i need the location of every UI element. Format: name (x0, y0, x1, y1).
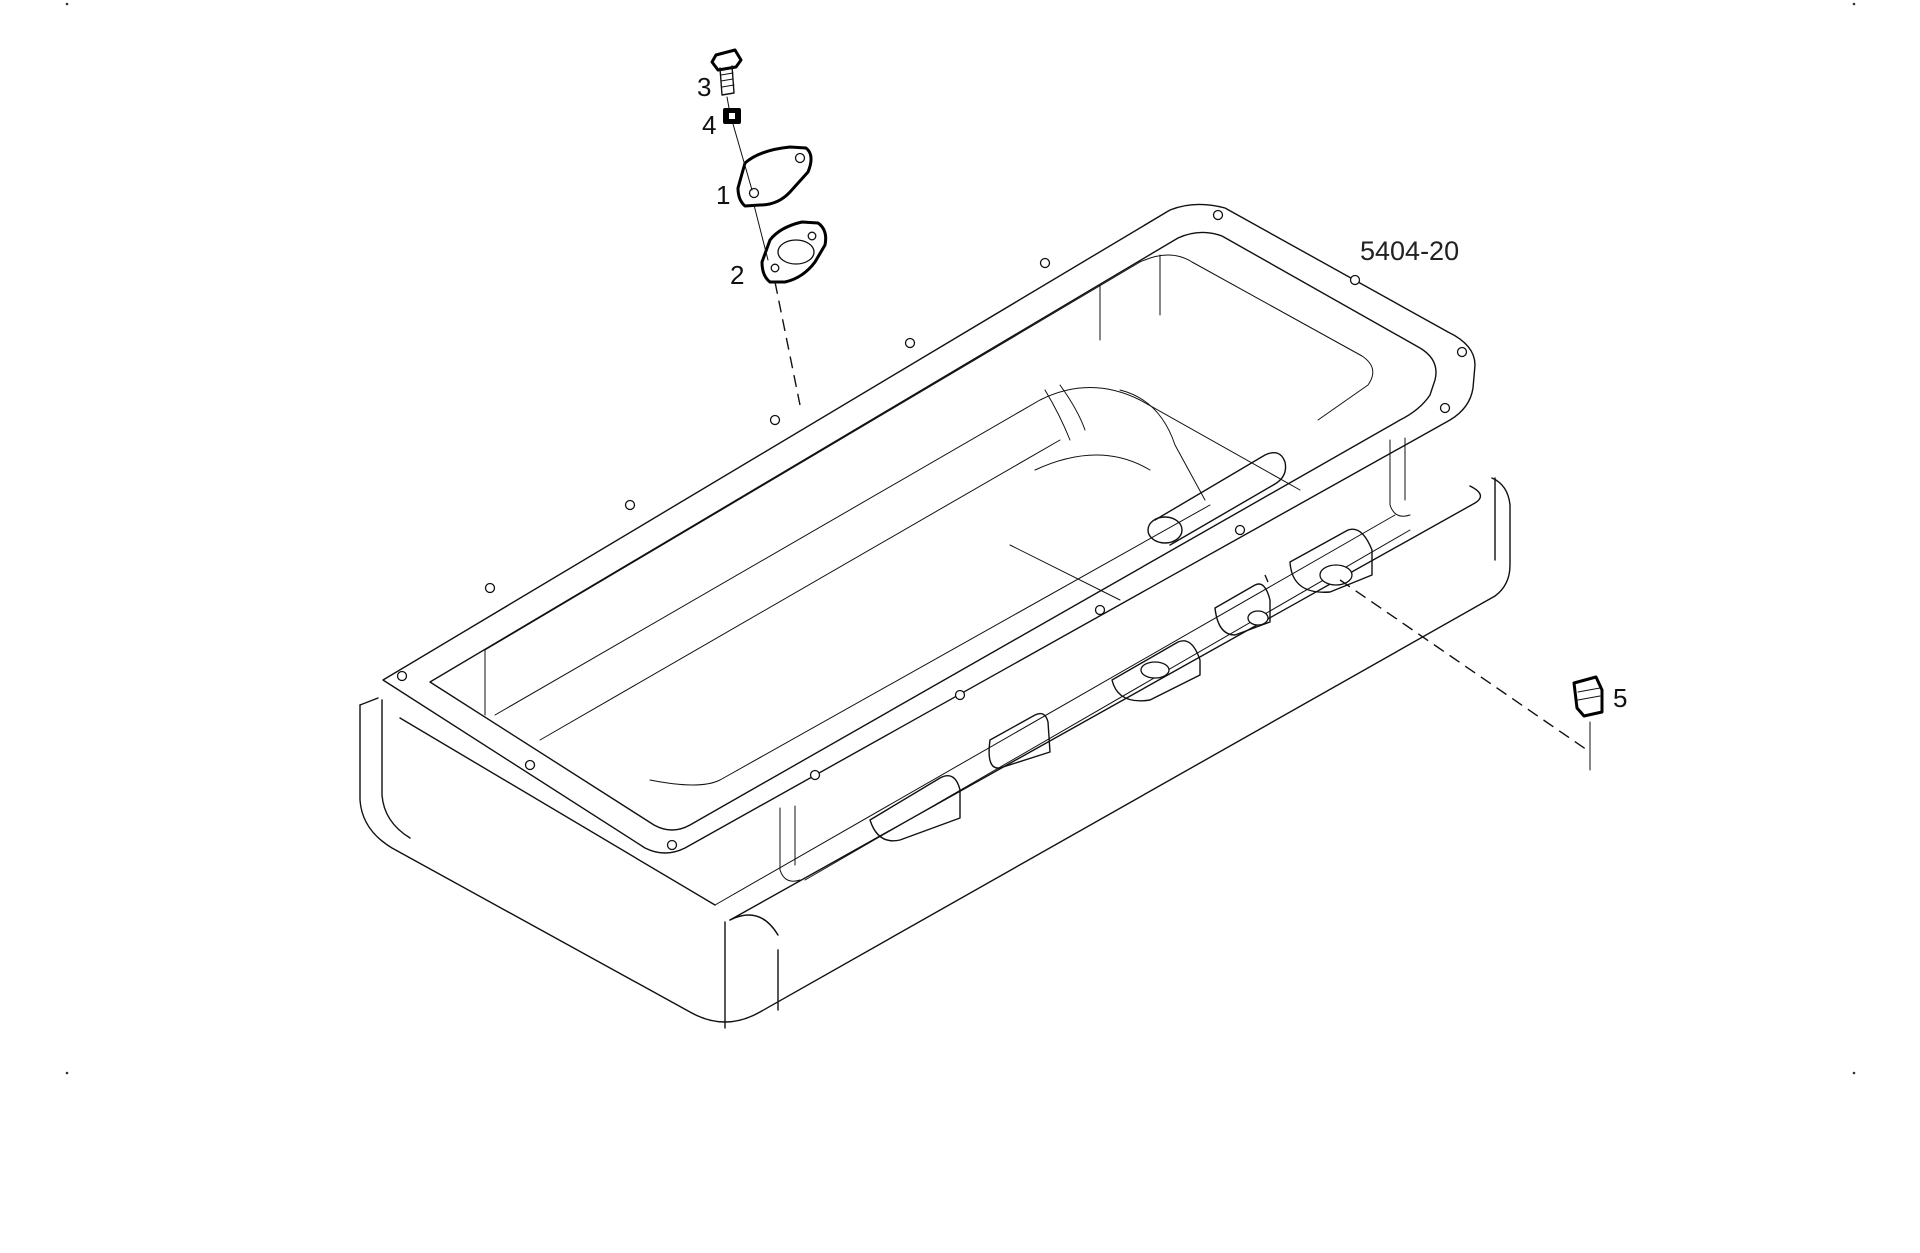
oil-pan (359, 203, 1511, 1029)
callout-4: 4 (702, 110, 716, 140)
gasket-part-2 (760, 220, 828, 284)
callout-3: 3 (697, 72, 711, 102)
flange-bolt-holes (396, 209, 1468, 851)
callout-1: 1 (716, 180, 730, 210)
drain-plug-part-5 (1572, 675, 1604, 718)
cover-plate-part-1 (736, 145, 813, 208)
washer-part-4 (723, 108, 741, 124)
figure-reference-code: 5404-20 (1360, 236, 1459, 266)
callout-5: 5 (1613, 683, 1627, 713)
callouts: 3 4 1 2 5 (697, 72, 1627, 713)
assembly-lines (726, 96, 1591, 771)
callout-2: 2 (730, 260, 744, 290)
registration-marks (65, 2, 1856, 1075)
bolt-part-3 (710, 48, 743, 96)
